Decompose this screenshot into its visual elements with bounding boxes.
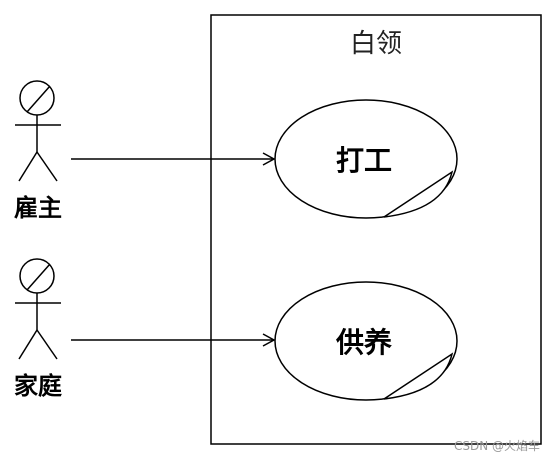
actor-family-leg-right xyxy=(36,329,58,360)
actor-employer-head xyxy=(19,80,55,116)
actor-employer: 雇主 xyxy=(14,80,62,222)
use-case-work-corner-fold xyxy=(383,170,454,218)
actor-employer-head-slash xyxy=(26,85,51,113)
use-case-support-label: 供养 xyxy=(335,326,392,359)
use-case-work: 打工 xyxy=(274,99,458,219)
actor-family-head-slash xyxy=(26,263,51,291)
actor-family: 家庭 xyxy=(14,258,62,400)
actor-employer-leg-right xyxy=(36,151,58,182)
actor-family-head xyxy=(19,258,55,294)
system-title: 白领 xyxy=(350,29,402,59)
use-case-support: 供养 xyxy=(274,281,458,401)
actor-employer-label: 雇主 xyxy=(14,194,62,222)
actor-employer-leg-left xyxy=(18,151,38,182)
actor-family-leg-left xyxy=(18,329,38,360)
use-case-work-label: 打工 xyxy=(336,144,392,177)
watermark: CSDN @火焰车 xyxy=(454,438,540,453)
use-case-support-corner-fold xyxy=(383,352,454,400)
actor-family-label: 家庭 xyxy=(14,372,62,400)
